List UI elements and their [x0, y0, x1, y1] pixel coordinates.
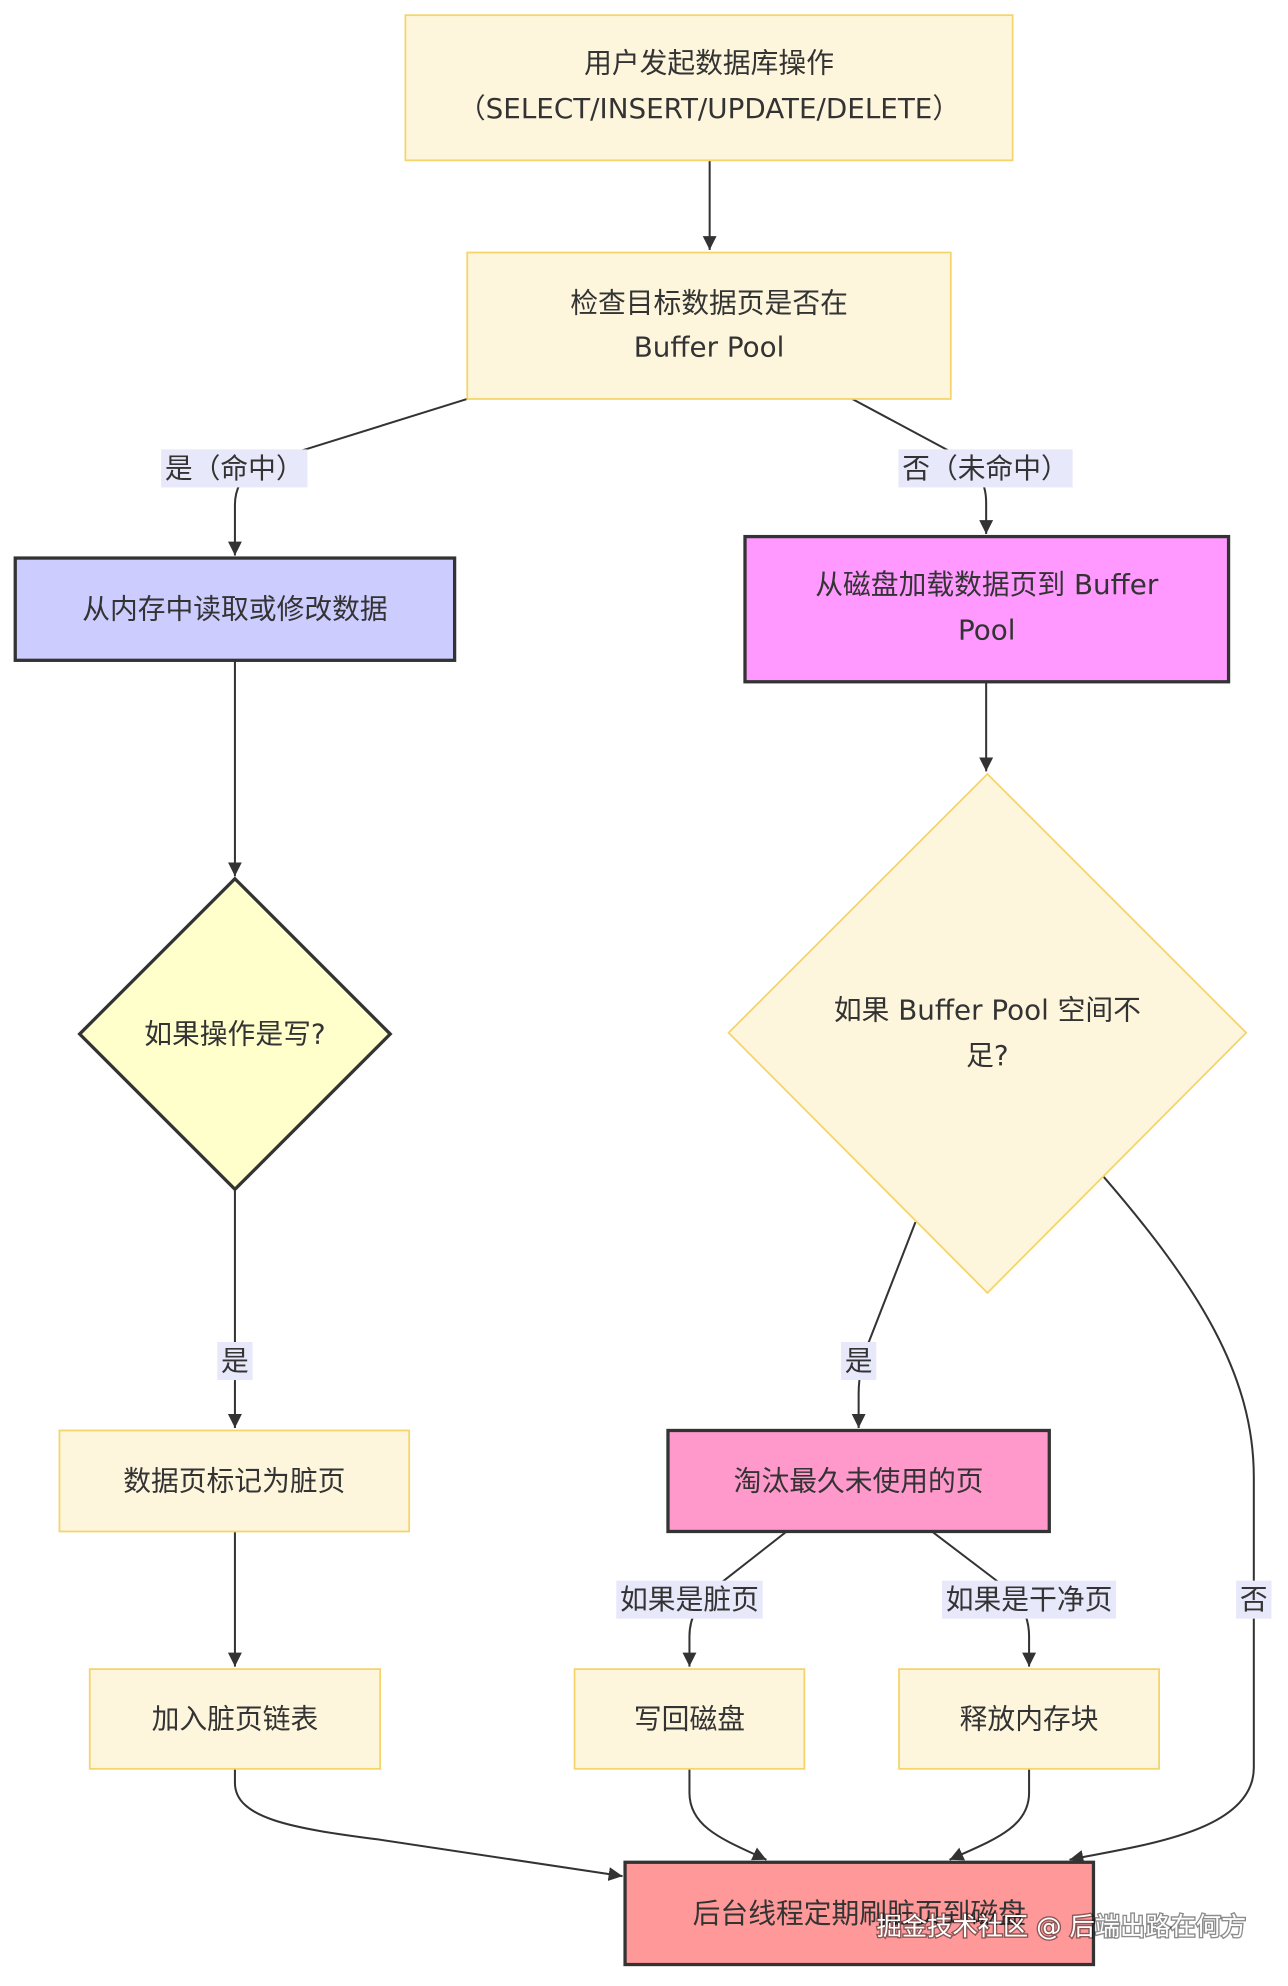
node-pool-full-diamond [727, 772, 1248, 1295]
node-check-pool-box [466, 251, 952, 400]
node-free-block-box [898, 1668, 1161, 1770]
node-write-back: 写回磁盘 [573, 1668, 806, 1770]
node-mark-dirty: 数据页标记为脏页 [58, 1429, 411, 1533]
edge-label-clean-page: 如果是干净页 [941, 1580, 1117, 1619]
node-mark-dirty-box [58, 1429, 411, 1533]
node-read-memory-label: 从内存中读取或修改数据 [82, 593, 387, 626]
node-add-dirty-list-label: 加入脏页链表 [152, 1702, 319, 1735]
node-add-dirty-list-box [88, 1668, 382, 1770]
node-evict-lru-box [666, 1428, 1051, 1534]
node-is-write-label: 如果操作是写? [144, 1018, 325, 1051]
node-is-write-diamond [77, 876, 393, 1192]
node-flush-dirty-box [623, 1860, 1096, 1967]
node-evict-lru-label: 淘汰最久未使用的页 [734, 1464, 984, 1497]
node-check-pool: 检查目标数据页是否在 Buffer Pool [466, 251, 952, 400]
edge-labels: 是（命中） 否（未命中） 是 是 如果是脏页 如果是干净页 否 [161, 449, 1272, 1619]
edge-label-full-yes: 是 [840, 1342, 877, 1381]
node-check-pool-label-line-2: Buffer Pool [634, 331, 785, 364]
edge-add-list-to-flush [233, 1768, 623, 1881]
node-read-memory-box [13, 556, 457, 662]
edge-label-full-yes-bg [840, 1342, 877, 1381]
node-start-box [404, 14, 1014, 162]
edge-label-dirty-page-text: 如果是脏页 [620, 1583, 759, 1616]
node-load-from-disk-label-line-2: Pool [958, 614, 1015, 647]
node-flush-dirty-label: 后台线程定期刷脏页到磁盘 [693, 1897, 1026, 1930]
edge-label-full-no-text: 否 [1240, 1583, 1268, 1616]
edge-label-clean-page-text: 如果是干净页 [946, 1583, 1113, 1616]
edge-label-write-yes-text: 是 [221, 1345, 249, 1378]
edge-pool-full-to-flush [1069, 1176, 1255, 1864]
node-write-back-label: 写回磁盘 [634, 1702, 745, 1735]
node-free-block-label: 释放内存块 [960, 1702, 1099, 1735]
edge-label-miss-bg [898, 449, 1073, 488]
edge-label-full-no: 否 [1236, 1580, 1272, 1619]
node-free-block: 释放内存块 [898, 1668, 1161, 1770]
edge-label-write-yes: 是 [217, 1342, 253, 1381]
node-pool-full-label-line-1: 如果 Buffer Pool 空间不 [834, 994, 1141, 1027]
edge-free-block-to-flush [949, 1768, 1031, 1861]
node-load-from-disk: 从磁盘加载数据页到 Buffer Pool [743, 534, 1231, 684]
edge-write-back-to-flush [688, 1768, 767, 1861]
edge-label-dirty-page: 如果是脏页 [616, 1580, 763, 1619]
node-write-back-box [573, 1668, 806, 1770]
edge-label-miss: 否（未命中） [898, 449, 1073, 488]
edge-pool-full-to-evict [851, 1221, 917, 1428]
node-start: 用户发起数据库操作 （SELECT/INSERT/UPDATE/DELETE） [404, 14, 1014, 162]
edge-label-full-yes-text: 是 [845, 1345, 873, 1378]
node-load-from-disk-box [743, 534, 1231, 684]
node-read-memory: 从内存中读取或修改数据 [13, 556, 457, 662]
node-evict-lru: 淘汰最久未使用的页 [666, 1428, 1051, 1534]
node-flush-dirty: 后台线程定期刷脏页到磁盘 [623, 1860, 1096, 1967]
edge-label-dirty-page-bg [616, 1580, 763, 1619]
edge-label-full-no-bg [1236, 1580, 1272, 1619]
node-add-dirty-list: 加入脏页链表 [88, 1668, 382, 1770]
edge-label-hit: 是（命中） [161, 449, 308, 488]
edge-label-hit-bg [161, 449, 308, 488]
nodes: 用户发起数据库操作 （SELECT/INSERT/UPDATE/DELETE） … [13, 14, 1248, 1967]
node-check-pool-label-line-1: 检查目标数据页是否在 [570, 287, 848, 320]
node-start-label-line-1: 用户发起数据库操作 [584, 47, 834, 80]
edge-label-write-yes-bg [217, 1342, 253, 1381]
node-start-label-line-2: （SELECT/INSERT/UPDATE/DELETE） [458, 92, 960, 125]
watermark: 掘金技术社区 @ 后端出路在何方 [877, 1912, 1247, 1941]
node-mark-dirty-label: 数据页标记为脏页 [123, 1464, 345, 1497]
node-pool-full-decision: 如果 Buffer Pool 空间不 足? [727, 772, 1248, 1295]
edge-label-miss-text: 否（未命中） [902, 452, 1069, 485]
node-is-write-decision: 如果操作是写? [77, 876, 393, 1192]
edge-label-clean-page-bg [941, 1580, 1117, 1619]
node-pool-full-label-line-2: 足? [966, 1039, 1009, 1072]
edge-label-hit-text: 是（命中） [165, 452, 304, 485]
node-load-from-disk-label-line-1: 从磁盘加载数据页到 Buffer [815, 568, 1159, 601]
